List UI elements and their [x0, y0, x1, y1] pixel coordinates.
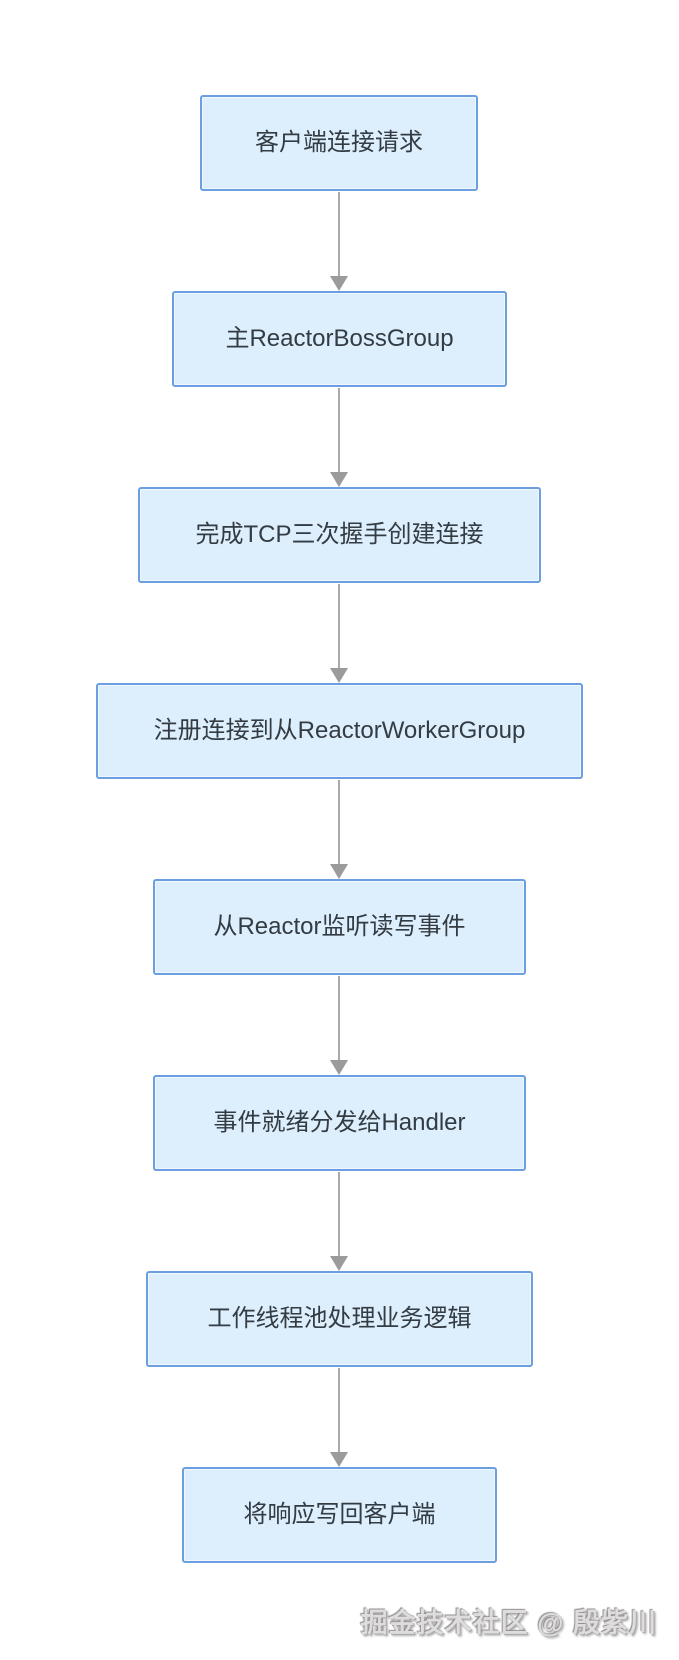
flow-node-label: 事件就绪分发给Handler — [213, 1109, 466, 1136]
flow-node-label: 工作线程池处理业务逻辑 — [207, 1305, 472, 1332]
arrow-line — [338, 976, 340, 1061]
watermark: 掘金技术社区 @ 殷紫川 — [360, 1608, 657, 1638]
flow-node-client-request: 客户端连接请求 — [200, 95, 478, 191]
arrow-line — [338, 192, 340, 277]
arrow-down-icon — [330, 1256, 348, 1271]
arrow-down-icon — [330, 472, 348, 487]
arrow-line — [338, 1172, 340, 1257]
flow-node-write-response: 将响应写回客户端 — [182, 1467, 497, 1563]
flow-node-main-reactor-boss-group: 主ReactorBossGroup — [172, 291, 507, 387]
arrow-down-icon — [330, 668, 348, 683]
arrow-down-icon — [330, 276, 348, 291]
flow-node-label: 完成TCP三次握手创建连接 — [195, 521, 484, 548]
arrow-line — [338, 1368, 340, 1453]
flow-node-label: 将响应写回客户端 — [243, 1501, 436, 1528]
flow-arrow-5 — [329, 976, 349, 1076]
arrow-line — [338, 584, 340, 669]
flow-node-dispatch-handler: 事件就绪分发给Handler — [153, 1075, 526, 1171]
flow-arrow-7 — [329, 1368, 349, 1468]
arrow-line — [338, 388, 340, 473]
arrow-down-icon — [330, 1060, 348, 1075]
arrow-down-icon — [330, 864, 348, 879]
arrow-down-icon — [330, 1452, 348, 1467]
flow-arrow-4 — [329, 780, 349, 880]
flow-arrow-1 — [329, 192, 349, 292]
flow-node-worker-thread-pool: 工作线程池处理业务逻辑 — [146, 1271, 533, 1367]
flow-node-tcp-handshake: 完成TCP三次握手创建连接 — [138, 487, 541, 583]
flow-node-label: 注册连接到从ReactorWorkerGroup — [153, 717, 526, 744]
flow-node-label: 主ReactorBossGroup — [225, 325, 454, 352]
flow-arrow-2 — [329, 388, 349, 488]
flow-node-register-worker-group: 注册连接到从ReactorWorkerGroup — [96, 683, 583, 779]
flow-arrow-3 — [329, 584, 349, 684]
flow-node-sub-reactor-listen: 从Reactor监听读写事件 — [153, 879, 526, 975]
flow-node-label: 客户端连接请求 — [255, 129, 423, 156]
flow-arrow-6 — [329, 1172, 349, 1272]
flow-node-label: 从Reactor监听读写事件 — [213, 913, 466, 940]
arrow-line — [338, 780, 340, 865]
